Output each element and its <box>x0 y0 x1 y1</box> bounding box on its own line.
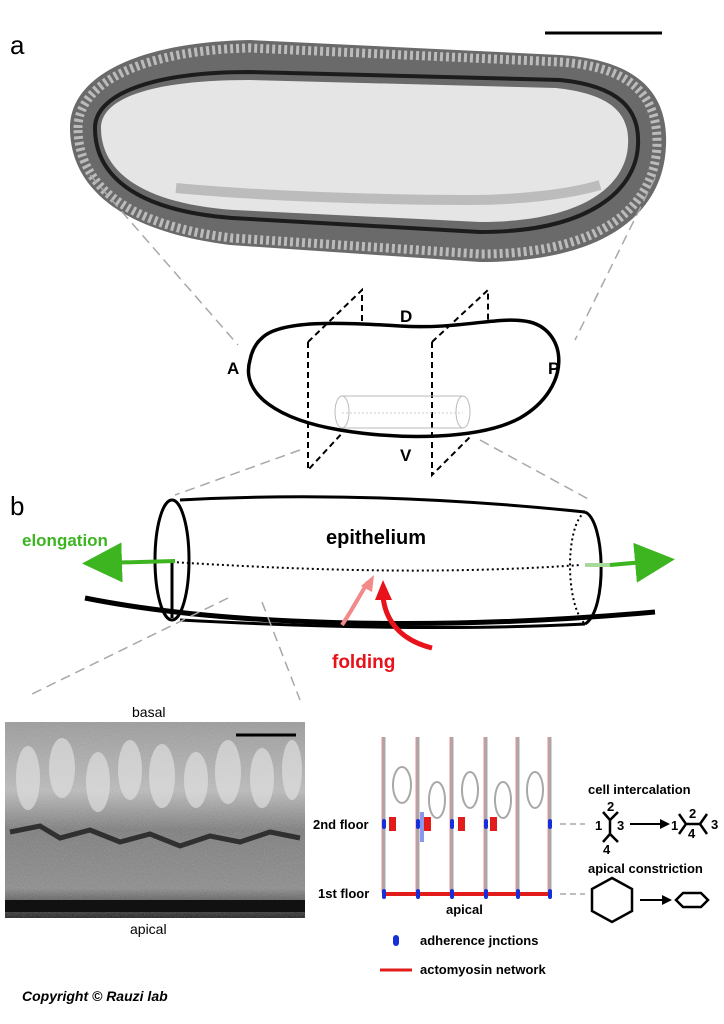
label-ventral: V <box>400 446 412 465</box>
basal-label: basal <box>132 704 165 720</box>
intercalation-number: 4 <box>603 842 611 857</box>
apical-photo-label: apical <box>130 921 167 937</box>
elongation-label: elongation <box>22 531 108 550</box>
legend-actomyosin-label: actomyosin network <box>420 962 546 977</box>
label-posterior: P <box>548 359 559 378</box>
elongation-arrow-left <box>82 542 176 583</box>
first-floor-label: 1st floor <box>318 886 369 901</box>
projection-line <box>574 177 656 341</box>
embryo-micrograph <box>70 40 667 262</box>
projection-line <box>29 597 229 696</box>
projection-line <box>261 601 301 701</box>
apical-diagram-label: apical <box>446 902 483 917</box>
intercalation-number: 1 <box>595 818 602 833</box>
cell-column-diagram <box>381 737 552 899</box>
embryo-schematic <box>246 287 561 478</box>
intercalation-number: 2 <box>689 806 696 821</box>
intercalation-after-icon <box>677 813 709 835</box>
second-floor-label: 2nd floor <box>313 817 369 832</box>
epithelium-label: epithelium <box>326 527 426 549</box>
projection-line <box>174 449 301 496</box>
folding-arrow-faded <box>340 580 370 627</box>
apical-constriction-label: apical constriction <box>588 861 703 876</box>
legend-adherence-label: adherence jnctions <box>420 933 538 948</box>
intercalation-before-icon <box>602 811 619 843</box>
panel-label-a: a <box>10 30 25 60</box>
label-anterior: A <box>227 359 239 378</box>
projection-line <box>479 439 591 501</box>
intercalation-number: 4 <box>688 826 696 841</box>
folding-arrow <box>380 595 433 651</box>
epithelium-micrograph <box>5 722 305 918</box>
intercalation-number: 1 <box>671 818 678 833</box>
cell-intercalation-label: cell intercalation <box>588 782 691 797</box>
label-dorsal: D <box>400 307 412 326</box>
copyright-text: Copyright © Rauzi lab <box>22 988 168 1004</box>
hexagon-small-icon <box>674 891 710 909</box>
panel-label-b: b <box>10 491 24 521</box>
hexagon-large-icon <box>590 876 634 924</box>
intercalation-number: 2 <box>607 799 614 814</box>
folding-label: folding <box>332 652 395 673</box>
legend-junction-swatch <box>393 935 399 946</box>
intercalation-number: 3 <box>617 818 624 833</box>
intercalation-number: 3 <box>711 817 718 832</box>
elongation-arrow-right <box>609 542 675 583</box>
projection-line <box>89 174 239 346</box>
